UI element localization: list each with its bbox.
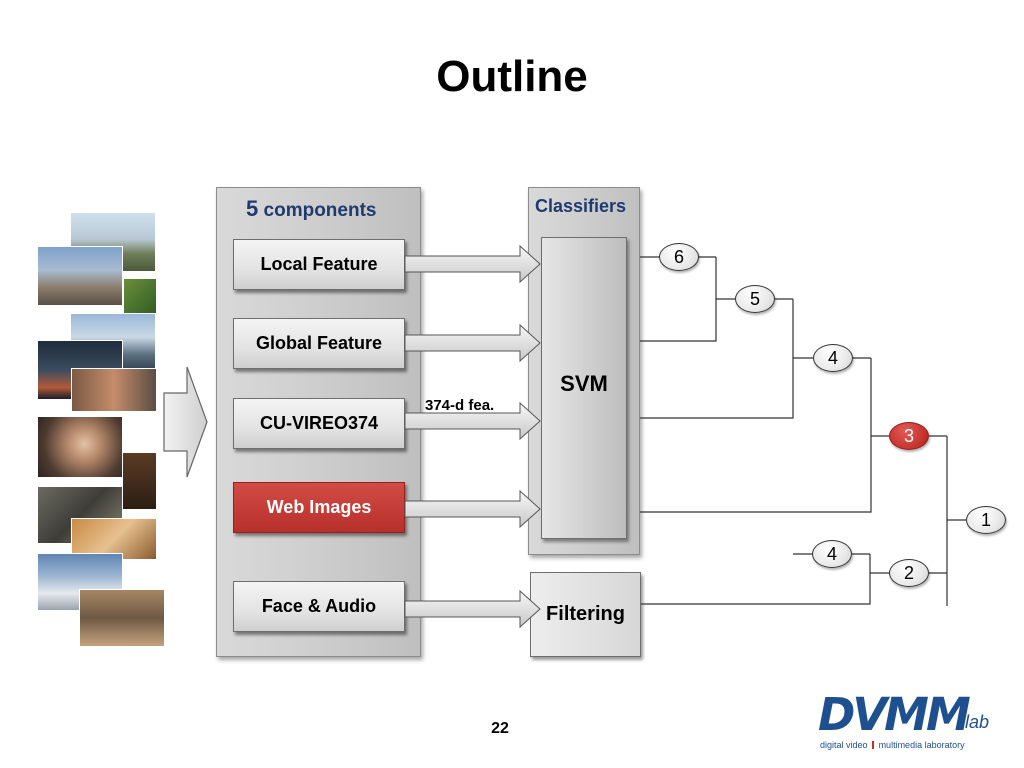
- components-heading: 5 components: [246, 196, 376, 222]
- feature-dimension-label: 374-d fea.: [425, 397, 495, 414]
- arrow-face-audio: [404, 589, 541, 629]
- component-web-images[interactable]: Web Images: [233, 482, 405, 533]
- thumbnail-meeting: [79, 589, 165, 647]
- fusion-node-4-upper[interactable]: 4: [813, 344, 853, 372]
- fusion-node-1[interactable]: 1: [966, 506, 1006, 534]
- classifiers-heading: Classifiers: [535, 196, 627, 216]
- component-label: Global Feature: [255, 333, 383, 353]
- slide-title: Outline: [436, 52, 588, 101]
- filtering-label: Filtering: [546, 603, 625, 625]
- logo-suffix: lab: [965, 712, 990, 732]
- component-cu-vireo374[interactable]: CU-VIREO374: [233, 398, 405, 449]
- arrow-local-feature: [404, 244, 541, 284]
- fusion-node-3-active[interactable]: 3: [889, 422, 929, 450]
- component-global-feature[interactable]: Global Feature: [233, 318, 405, 369]
- logo-tagline: digital video multimedia laboratory: [820, 740, 965, 750]
- fusion-node-6[interactable]: 6: [659, 243, 699, 271]
- arrow-global-feature: [404, 323, 541, 363]
- component-label: Web Images: [266, 497, 372, 517]
- filtering-box[interactable]: Filtering: [530, 572, 641, 657]
- dvmm-logo: DVMM lab digital video multimedia labora…: [818, 690, 994, 752]
- thumbnail-woman: [71, 368, 157, 412]
- fusion-node-2[interactable]: 2: [889, 559, 929, 587]
- component-local-feature[interactable]: Local Feature: [233, 239, 405, 290]
- component-label: CU-VIREO374: [259, 413, 379, 433]
- page-number: 22: [491, 720, 509, 737]
- components-heading-text: components: [263, 200, 377, 221]
- logo-separator: [872, 741, 875, 749]
- component-face-audio[interactable]: Face & Audio: [233, 581, 405, 632]
- thumbnail-street: [37, 246, 123, 306]
- svm-box[interactable]: SVM: [541, 237, 627, 539]
- component-label: Face & Audio: [261, 596, 377, 616]
- components-count: 5: [246, 196, 259, 221]
- arrow-web-images: [404, 489, 541, 529]
- input-arrow: [163, 366, 208, 478]
- thumbnail-girl: [37, 416, 123, 478]
- fusion-node-4-lower[interactable]: 4: [812, 540, 852, 568]
- fusion-node-5[interactable]: 5: [735, 285, 775, 313]
- thumbnail-indoor: [122, 452, 157, 510]
- thumbnail-flowers: [123, 278, 157, 318]
- svm-label: SVM: [560, 371, 608, 396]
- arrow-cu-vireo374: [404, 401, 541, 441]
- logo-main-text: DVMM: [818, 688, 971, 741]
- connector-arrows: [404, 244, 541, 629]
- logo-mark: DVMM: [818, 688, 971, 741]
- component-label: Local Feature: [260, 254, 378, 274]
